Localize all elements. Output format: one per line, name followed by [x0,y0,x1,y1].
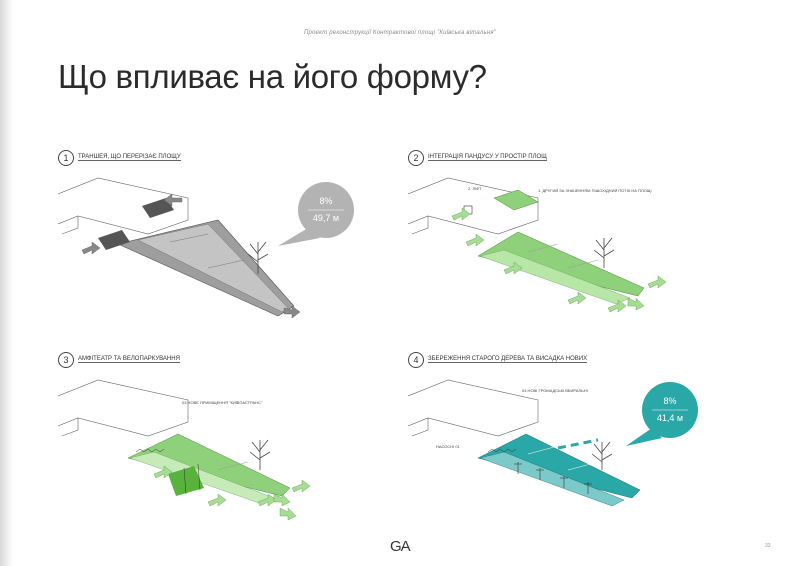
tree-icon [247,241,269,274]
flow-arrows [81,193,301,319]
panel-number: 3 [58,352,74,368]
panel-trees: 4 Збереження старого дерева та висадка н… [408,352,738,542]
svg-text:03 НОВІ ГРОМАДСЬКІ ВБИРАЛЬНІ: 03 НОВІ ГРОМАДСЬКІ ВБИРАЛЬНІ [522,388,588,393]
panel-ramp-integration: 2 Інтеграція пандусу у простір площ [408,150,738,340]
svg-text:8%: 8% [319,196,332,206]
panel-amphitheatre: 3 Амфітеатр та велопаркування [58,352,388,542]
svg-text:2. ЛІФТ: 2. ЛІФТ [468,186,482,191]
svg-text:41,4 м: 41,4 м [657,413,683,423]
amphitheatre-shape [127,433,291,505]
ramp-shape [463,189,645,305]
flow-arrows [153,465,311,521]
panel-trench: 1 Траншея, що перерізає площу 8% 4 [58,150,388,340]
flow-arrows [451,207,667,313]
svg-text:8%: 8% [663,396,676,406]
svg-text:03 НОВЕ ПРИМІЩЕННЯ "КИЇВПАСТРА: 03 НОВЕ ПРИМІЩЕННЯ "КИЇВПАСТРАНС" [182,400,263,405]
panel-label: Траншея, що перерізає площу [78,154,181,161]
svg-text:НАСОСНІ 01: НАСОСНІ 01 [436,444,461,449]
studio-logo: GA [390,538,411,555]
tree-icon [249,439,271,470]
svg-text:1. ДРУГИЙ ЗА ЗНАЧЕННЯМ ПІШОХІД: 1. ДРУГИЙ ЗА ЗНАЧЕННЯМ ПІШОХІДНИЙ ПОТІК … [538,188,652,193]
small-trees [514,462,592,494]
tree-icon [593,237,615,268]
trench-diagram: 8% 49,7 м [58,177,354,319]
amphitheatre-diagram: 03 НОВЕ ПРИМІЩЕННЯ "КИЇВПАСТРАНС" [58,379,311,521]
trees-diagram: 03 НОВІ ГРОМАДСЬКІ ВБИРАЛЬНІ НАСОСНІ 01 … [408,379,698,507]
tree-icon [591,441,613,470]
document-header: Проект реконструкції Контрактової площі … [303,30,497,36]
trench-shape [98,198,295,317]
ramp-diagram: 2. ЛІФТ 1. ДРУГИЙ ЗА ЗНАЧЕННЯМ ПІШОХІДНИ… [408,177,667,313]
svg-text:49,7 м: 49,7 м [313,213,339,223]
page-title: Що впливає на його форму? [58,58,487,95]
planted-ramp-shape [477,433,641,507]
page-number: 33 [765,543,771,549]
panel-label: Інтеграція пандусу у простір площ [428,154,547,161]
panel-label: Амфітеатр та велопаркування [78,356,180,363]
panel-number: 2 [408,150,424,166]
panel-number: 4 [408,352,424,368]
panel-label: Збереження старого дерева та висадка нов… [428,356,588,363]
page-edge-shadow [0,0,14,566]
panel-number: 1 [58,150,74,166]
